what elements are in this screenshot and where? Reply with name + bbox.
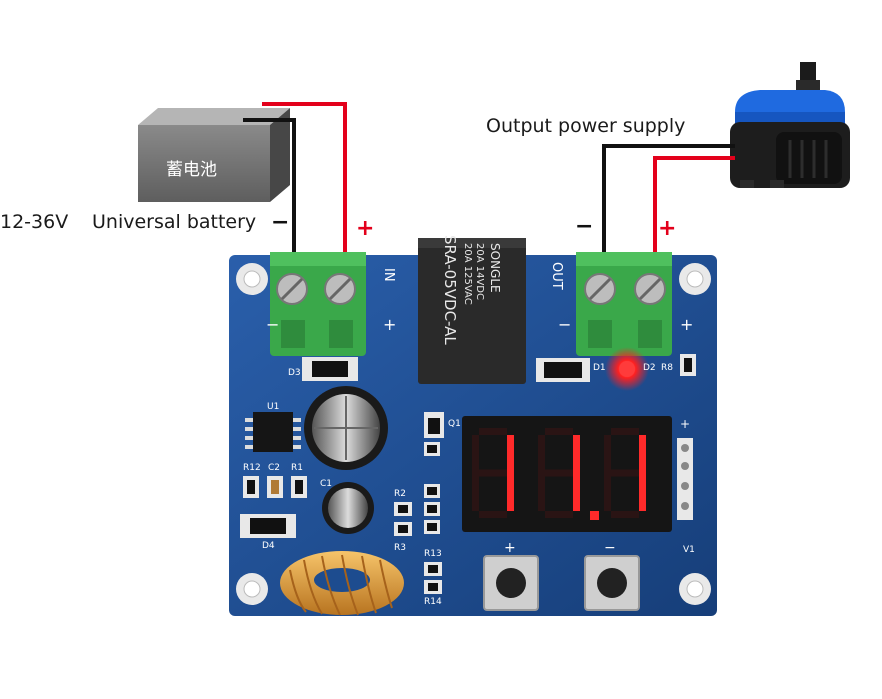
- label-v1: V1: [683, 545, 695, 555]
- display-digit-segment: [573, 435, 580, 473]
- display-digit-segment: [611, 428, 639, 435]
- display-digit-segment: [604, 473, 611, 511]
- inductor-coil: [280, 551, 404, 616]
- display-digit-segment: [611, 469, 639, 477]
- seven-segment-display: [462, 416, 672, 532]
- display-decimal-point: [590, 511, 599, 520]
- output-negative-sign: −: [575, 214, 594, 239]
- silk-out-label: OUT: [549, 262, 564, 290]
- display-digit-segment: [639, 473, 646, 511]
- label-r13: R13: [424, 549, 442, 559]
- relay-rating-1: 20A 14VDC: [474, 243, 485, 300]
- display-digit-segment: [507, 473, 514, 511]
- label-c1: C1: [320, 479, 332, 489]
- display-digit-segment: [545, 428, 573, 435]
- button-up[interactable]: +: [483, 540, 539, 611]
- relay-rating-2: 20A 125VAC: [462, 243, 473, 305]
- button-down[interactable]: −: [584, 540, 640, 611]
- output-power-label: Output power supply: [486, 115, 686, 137]
- voltage-range-label: 12-36V: [0, 211, 69, 233]
- display-digit-segment: [538, 473, 545, 511]
- capacitor-c1: [322, 482, 374, 534]
- svg-text:+: +: [504, 540, 516, 556]
- capacitor-large: [304, 386, 388, 470]
- label-r1: R1: [291, 463, 303, 473]
- svg-text:−: −: [604, 540, 616, 556]
- silk-in-plus: +: [383, 315, 396, 334]
- input-terminal: [270, 252, 366, 356]
- water-pump: [730, 62, 850, 188]
- relay: SONGLE 20A 14VDC 20A 125VAC SRA-05VDC-AL: [418, 235, 526, 384]
- silk-out-plus: +: [680, 315, 693, 334]
- display-digit-segment: [573, 473, 580, 511]
- display-digit-segment: [611, 511, 639, 518]
- silk-in-minus: −: [266, 315, 279, 334]
- label-r3: R3: [394, 543, 406, 553]
- battery-label: Universal battery: [92, 211, 257, 233]
- label-r8: R8: [661, 363, 673, 373]
- label-d3: D3: [288, 368, 301, 378]
- label-d1: D1: [593, 363, 606, 373]
- label-u1: U1: [267, 402, 279, 412]
- display-digit-segment: [604, 435, 611, 473]
- battery: [138, 108, 290, 202]
- display-digit-segment: [545, 469, 573, 477]
- battery-chinese-label: 蓄电池: [166, 160, 217, 180]
- display-digit-segment: [472, 473, 479, 511]
- display-digit-segment: [507, 435, 514, 473]
- input-positive-sign: +: [356, 216, 375, 241]
- display-digit-segment: [538, 435, 545, 473]
- label-r2: R2: [394, 489, 406, 499]
- ic-u1: [245, 412, 301, 452]
- label-d2: D2: [643, 363, 656, 373]
- label-c2: C2: [268, 463, 280, 473]
- display-digit-segment: [545, 511, 573, 518]
- label-r12: R12: [243, 463, 261, 473]
- display-digit-segment: [479, 469, 507, 477]
- display-digit-segment: [472, 435, 479, 473]
- display-digit-segment: [479, 428, 507, 435]
- output-positive-sign: +: [658, 216, 677, 241]
- pin-header: +: [677, 417, 693, 520]
- output-terminal: [576, 252, 672, 356]
- display-digit-segment: [639, 435, 646, 473]
- wires: [243, 102, 735, 258]
- silk-in-label: IN: [381, 268, 396, 282]
- svg-text:+: +: [680, 417, 690, 431]
- input-negative-sign: −: [271, 210, 290, 235]
- silk-out-minus: −: [558, 315, 571, 334]
- label-d4: D4: [262, 541, 275, 551]
- relay-brand: SONGLE: [488, 243, 502, 293]
- relay-model: SRA-05VDC-AL: [441, 235, 459, 345]
- display-digit-segment: [479, 511, 507, 518]
- label-r14: R14: [424, 597, 442, 607]
- label-q1: Q1: [448, 419, 461, 429]
